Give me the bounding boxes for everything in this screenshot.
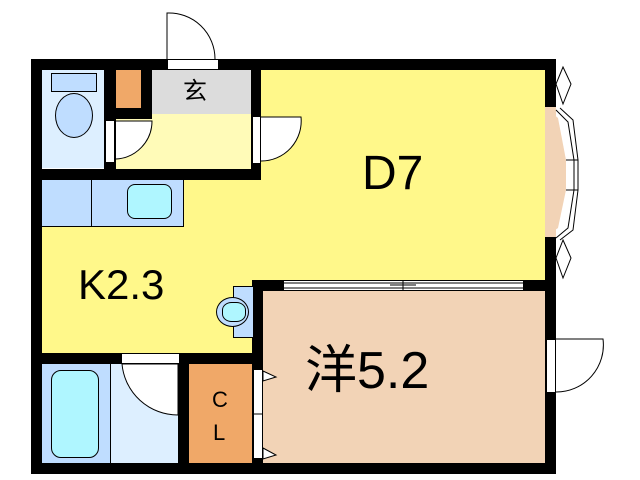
room-label-western: 洋5.2: [305, 342, 430, 400]
dining-room: [260, 70, 546, 281]
entrance-area: [152, 70, 251, 114]
closet-label-c: C: [212, 387, 228, 412]
closet-label-l: L: [213, 420, 226, 445]
wall-right: [545, 59, 556, 474]
hallway-door-opening: [252, 116, 261, 164]
bath-divider: [110, 364, 111, 463]
closet: [189, 364, 253, 463]
toilet-door-opening: [105, 120, 115, 163]
washer-basin-inner: [222, 302, 246, 322]
bathtub: [51, 370, 99, 458]
counter-divider: [91, 180, 92, 227]
room-label-kitchen: K2.3: [78, 261, 165, 308]
room-label-entrance: 玄: [183, 78, 207, 105]
wall-shoe-right: [141, 70, 152, 114]
kitchen-sink: [127, 184, 172, 219]
room-label-dining: D7: [362, 147, 424, 200]
shoe-storage: [116, 70, 141, 108]
wall-bottom: [31, 463, 556, 474]
toilet-tank: [51, 73, 97, 92]
toilet-bowl: [55, 93, 93, 138]
wall-shoe-bottom: [104, 108, 152, 119]
wall-hallway-bottom: [31, 169, 261, 180]
wall-left: [31, 59, 42, 474]
wall-top: [31, 59, 556, 70]
wall-closet-left: [178, 353, 189, 474]
western-room: [262, 290, 546, 463]
front-door-opening: [167, 59, 219, 70]
western-door-opening: [546, 339, 556, 393]
